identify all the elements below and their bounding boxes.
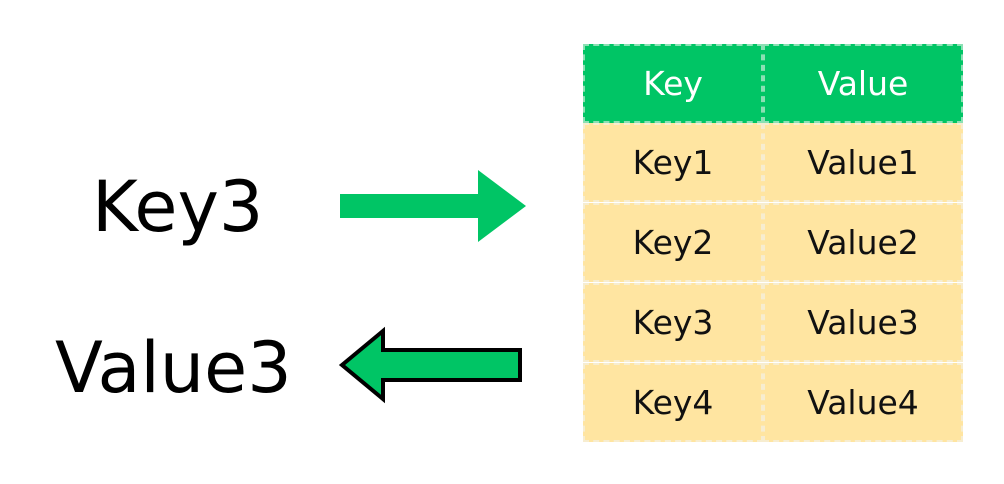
result-value-label: Value3 [55, 327, 292, 409]
table-row: Key4 Value4 [583, 363, 963, 442]
table-row: Key3 Value3 [583, 283, 963, 362]
arrow-left-icon [338, 326, 522, 404]
table-cell-key: Key2 [583, 203, 763, 282]
table-cell-value: Value3 [763, 283, 963, 362]
table-row: Key1 Value1 [583, 123, 963, 202]
table-cell-key: Key1 [583, 123, 763, 202]
table-cell-value: Value1 [763, 123, 963, 202]
table-row: Key2 Value2 [583, 203, 963, 282]
arrow-right-icon [340, 170, 526, 242]
table-cell-key: Key3 [583, 283, 763, 362]
table-header-row: Key Value [583, 44, 963, 123]
key-value-table: Key Value Key1 Value1 Key2 Value2 Key3 V… [583, 44, 963, 442]
query-key-label: Key3 [92, 166, 264, 248]
table-cell-value: Value4 [763, 363, 963, 442]
table-header-value: Value [763, 44, 963, 123]
table-cell-key: Key4 [583, 363, 763, 442]
table-cell-value: Value2 [763, 203, 963, 282]
table-header-key: Key [583, 44, 763, 123]
